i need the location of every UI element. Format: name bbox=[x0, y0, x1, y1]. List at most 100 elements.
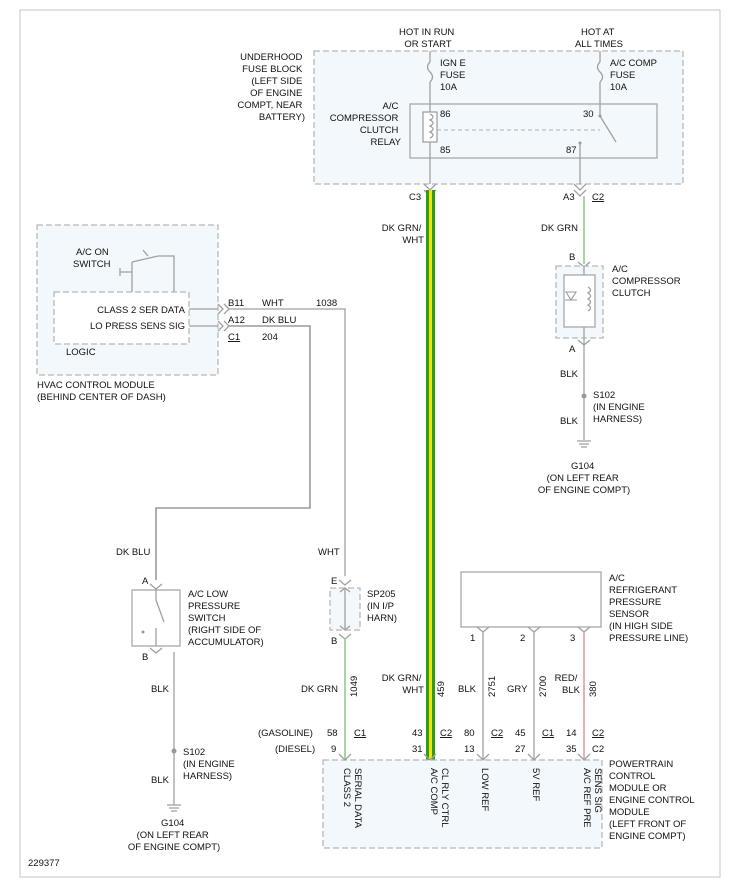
pin-g58: 58 bbox=[327, 728, 338, 739]
pin-d13: 13 bbox=[464, 744, 475, 755]
wire-dk-grn-wht-label: DK GRN/ WHT bbox=[382, 223, 424, 246]
pcm-wire-1049: 1049 bbox=[349, 676, 360, 697]
clutch-name: A/C COMPRESSOR CLUTCH bbox=[612, 264, 683, 299]
g104-bottom-label: G104 (ON LEFT REAR OF ENGINE COMPT) bbox=[128, 818, 220, 853]
hot-at-all-times-label: HOT AT ALL TIMES bbox=[575, 27, 623, 50]
dkblu-label: DK BLU bbox=[116, 547, 150, 558]
pin-c2c: C2 bbox=[592, 728, 604, 739]
sp205-name: SP205 (IN I/P HARN) bbox=[367, 589, 398, 624]
ac-on-switch-label: A/C ON SWITCH bbox=[73, 247, 111, 270]
pin-g80: 80 bbox=[464, 728, 475, 739]
relay-pin-87: 87 bbox=[566, 145, 577, 156]
hvac-204: 204 bbox=[262, 332, 278, 343]
conn-c3: C3 bbox=[409, 192, 421, 203]
hot-in-run-label: HOT IN RUN OR START bbox=[399, 27, 457, 50]
conn-c2-top: C2 bbox=[592, 192, 604, 203]
pin-c1a: C1 bbox=[354, 728, 366, 739]
sp205-pin-e: E bbox=[331, 576, 337, 587]
pcm-wire-blk: BLK bbox=[458, 684, 477, 695]
pcm-wire-redblk: RED/ BLK bbox=[555, 673, 581, 696]
pin-g14: 14 bbox=[566, 728, 577, 739]
sensor-pin-2: 2 bbox=[520, 633, 525, 644]
pcm-acref-label: A/C REF PRE SENS SIG bbox=[581, 768, 603, 830]
fuse-ac-comp-icon bbox=[596, 61, 604, 100]
low-switch-name: A/C LOW PRESSURE SWITCH (RIGHT SIDE OF A… bbox=[188, 589, 264, 648]
relay-pin-85: 85 bbox=[440, 145, 451, 156]
low-switch-pin-b: B bbox=[142, 652, 148, 663]
pin-c2a: C2 bbox=[440, 728, 452, 739]
ac-compressor-clutch: B A A/C COMPRESSOR CLUTCH bbox=[555, 252, 683, 355]
pcm-wire-gry: GRY bbox=[507, 684, 528, 695]
pcm-wire-dkgrnwht: DK GRN/ WHT bbox=[382, 673, 424, 696]
powertrain-control-module: CLASS 2 SERIAL DATA A/C COMP CL RLY CTRL… bbox=[322, 753, 697, 849]
pin-g45: 45 bbox=[515, 728, 526, 739]
s102-bottom-label: S102 (IN ENGINE HARNESS) bbox=[183, 747, 237, 782]
pcm-class2-label: CLASS 2 SERIAL DATA bbox=[341, 768, 363, 829]
pcm-name: POWERTRAIN CONTROL MODULE OR ENGINE CONT… bbox=[609, 759, 697, 842]
conn-a3: A3 bbox=[563, 192, 575, 203]
splice-s102-top bbox=[581, 393, 587, 399]
pcm-wire-2751: 2751 bbox=[487, 676, 498, 697]
pin-c1b: C1 bbox=[542, 728, 554, 739]
pcm-wire-2700: 2700 bbox=[538, 676, 549, 697]
hvac-1038: 1038 bbox=[316, 298, 337, 309]
sensor-pin-3: 3 bbox=[570, 633, 575, 644]
hvac-wht: WHT bbox=[262, 298, 284, 309]
clutch-pin-a: A bbox=[569, 344, 576, 355]
pcm-5vref-label: 5V REF bbox=[530, 768, 541, 801]
pin-row-gasoline: (GASOLINE) bbox=[258, 728, 313, 739]
splice-s102-bottom bbox=[171, 748, 177, 754]
pin-d27: 27 bbox=[515, 744, 526, 755]
hvac-conn-c1: C1 bbox=[228, 332, 240, 343]
clutch-pin-b: B bbox=[569, 252, 575, 263]
relay-pin-86: 86 bbox=[440, 109, 451, 120]
sensor-pin-1: 1 bbox=[470, 633, 475, 644]
logic-label: LOGIC bbox=[66, 347, 96, 358]
pin-d31: 31 bbox=[412, 744, 423, 755]
document-id: 229377 bbox=[28, 858, 60, 869]
sp205-connector: E B SP205 (IN I/P HARN) bbox=[329, 576, 398, 647]
pcm-wire-380: 380 bbox=[588, 681, 599, 697]
relay-box bbox=[409, 103, 658, 159]
s102-top-blk: BLK bbox=[560, 416, 579, 427]
hvac-module-name: HVAC CONTROL MODULE (BEHIND CENTER OF DA… bbox=[37, 380, 166, 403]
low-switch-pin-a: A bbox=[142, 576, 149, 587]
clutch-blk-label: BLK bbox=[560, 369, 579, 380]
sp205-pin-b: B bbox=[331, 636, 337, 647]
hvac-dkblu: DK BLU bbox=[262, 315, 296, 326]
clutch-coil-icon bbox=[586, 286, 592, 312]
hvac-pin-b11: B11 bbox=[228, 298, 244, 309]
hvac-pin-a12: A12 bbox=[228, 315, 245, 326]
sensor-name: A/C REFRIGERANT PRESSURE SENSOR (IN HIGH… bbox=[609, 573, 688, 644]
fuse-ac-comp-label: A/C COMP FUSE 10A bbox=[610, 58, 659, 93]
pcm-wire-dkgrn: DK GRN bbox=[301, 684, 338, 695]
fuse-block-name: UNDERHOOD FUSE BLOCK (LEFT SIDE OF ENGIN… bbox=[237, 52, 305, 123]
wht-label: WHT bbox=[318, 547, 340, 558]
ground-g104-top-icon bbox=[577, 440, 591, 448]
pin-d9: 9 bbox=[331, 744, 336, 755]
wire-dk-grn-label: DK GRN bbox=[541, 223, 578, 234]
class2-ser-data-label: CLASS 2 SER DATA bbox=[97, 305, 185, 316]
relay-switch-icon bbox=[599, 115, 617, 143]
ac-low-pressure-switch: A B A/C LOW PRESSURE SWITCH (RIGHT SIDE … bbox=[131, 576, 264, 663]
hvac-control-module: A/C ON SWITCH CLASS 2 SER DATA LO PRESS … bbox=[36, 224, 230, 403]
fuse-ign-e-icon bbox=[426, 61, 434, 100]
ground-g104-bottom-icon bbox=[167, 804, 181, 812]
s102-top-label: S102 (IN ENGINE HARNESS) bbox=[593, 390, 647, 425]
low-pressure-switch-icon bbox=[155, 589, 165, 646]
pin-d35: 35 bbox=[566, 744, 577, 755]
relay-pin-30: 30 bbox=[583, 109, 594, 120]
g104-top-label: G104 (ON LEFT REAR OF ENGINE COMPT) bbox=[538, 461, 630, 496]
low-blk2-label: BLK bbox=[151, 775, 170, 786]
pin-row-diesel: (DIESEL) bbox=[275, 744, 315, 755]
pin-g43: 43 bbox=[412, 728, 423, 739]
underhood-fuse-block: HOT IN RUN OR START HOT AT ALL TIMES UND… bbox=[237, 27, 684, 185]
pcm-lowref-label: LOW REF bbox=[479, 768, 490, 811]
pin-c2b: C2 bbox=[491, 728, 503, 739]
relay-name: A/C COMPRESSOR CLUTCH RELAY bbox=[330, 101, 402, 148]
low-blk-label: BLK bbox=[151, 684, 170, 695]
clutch-diode-icon bbox=[565, 291, 577, 302]
lo-press-sens-sig-label: LO PRESS SENS SIG bbox=[90, 321, 185, 332]
pin-c2d: C2 bbox=[592, 744, 604, 755]
